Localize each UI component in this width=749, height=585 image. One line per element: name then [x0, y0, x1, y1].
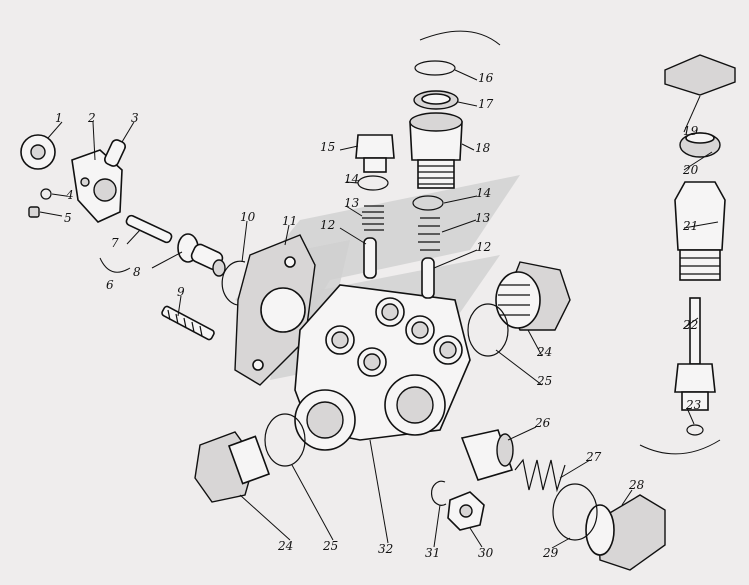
part-2-bracket — [71, 149, 123, 223]
callout-28: 28 — [628, 478, 645, 492]
part-31-ring — [430, 480, 447, 506]
part-13-spring-2 — [418, 217, 440, 251]
part-7-pin — [125, 214, 173, 244]
part-10-snap-ring — [221, 260, 247, 306]
part-24-plug — [495, 261, 571, 331]
part-5-key — [28, 206, 40, 218]
part-32-valve-body — [294, 284, 471, 451]
part-13-spring — [362, 205, 384, 231]
callout-25b: 25 — [322, 539, 338, 553]
callout-2: 2 — [87, 111, 96, 125]
callout-1: 1 — [55, 111, 63, 125]
rotation-arrow-bottom — [639, 439, 721, 455]
callout-13: 13 — [344, 196, 360, 210]
callout-29: 29 — [542, 546, 559, 560]
part-14-washer — [357, 175, 389, 191]
callout-24: 24 — [536, 345, 552, 359]
callout-26: 26 — [534, 416, 551, 430]
callout-31: 31 — [425, 546, 440, 560]
callout-16: 16 — [478, 71, 494, 85]
callout-17: 17 — [478, 97, 494, 111]
part-4-ring — [40, 188, 52, 200]
callout-15: 15 — [320, 140, 335, 154]
part-18-fitting — [409, 112, 463, 189]
callout-12b: 12 — [476, 240, 491, 254]
callout-32: 32 — [378, 542, 393, 556]
part-14-washer-2 — [412, 195, 444, 211]
part-24-plug-2 — [194, 431, 271, 503]
part-15-bolt — [355, 134, 395, 173]
part-12-pin-2 — [421, 257, 435, 299]
part-22-valve-stem — [674, 297, 716, 411]
part-25-ring — [467, 303, 509, 357]
callout-8: 8 — [133, 265, 141, 279]
callout-25: 25 — [536, 374, 552, 388]
part-17-ring — [413, 90, 459, 110]
callout-4: 4 — [65, 188, 74, 202]
callout-13b: 13 — [475, 211, 491, 225]
rotation-arrow-top — [419, 30, 501, 46]
callout-14: 14 — [344, 172, 359, 186]
callout-20: 20 — [682, 163, 699, 177]
part-16-o-ring — [414, 60, 456, 76]
part-12-pin — [363, 237, 377, 279]
callout-12: 12 — [320, 218, 335, 232]
callout-24b: 24 — [277, 539, 293, 553]
part-23-o-ring — [686, 424, 704, 436]
callout-11: 11 — [282, 214, 297, 228]
part-26-nut — [460, 429, 514, 481]
callout-9: 9 — [177, 285, 185, 299]
callout-22: 22 — [682, 318, 698, 332]
part-3-pin — [104, 139, 126, 167]
callout-10: 10 — [240, 210, 256, 224]
callout-3: 3 — [131, 111, 139, 125]
callout-14b: 14 — [476, 186, 491, 200]
part-21-housing — [674, 181, 726, 281]
part-9-stud — [161, 305, 215, 341]
callout-7: 7 — [111, 236, 119, 250]
callout-23: 23 — [685, 398, 702, 412]
callout-18: 18 — [475, 141, 491, 155]
part-25-ring-2 — [264, 413, 306, 467]
callout-21: 21 — [682, 219, 698, 233]
callout-5: 5 — [64, 211, 72, 225]
callout-30: 30 — [478, 546, 494, 560]
part-11-gasket — [234, 234, 316, 386]
leader-lines — [39, 69, 719, 549]
part-1-nut — [20, 134, 56, 170]
callout-27: 27 — [585, 450, 602, 464]
part-30-nut — [447, 491, 485, 531]
callout-19: 19 — [683, 124, 699, 138]
part-19-cap — [664, 54, 736, 96]
part-27-spring — [514, 458, 566, 493]
part-29-o-ring — [552, 483, 598, 541]
part-8-fitting — [177, 233, 226, 277]
part-28-cap — [585, 494, 666, 571]
part-20-washer — [679, 132, 721, 158]
callout-6: 6 — [106, 278, 114, 292]
